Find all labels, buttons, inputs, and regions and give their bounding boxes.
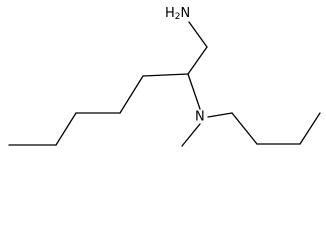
bond-n-methyl	[181, 123, 201, 147]
amine-subscript-text: 2	[175, 12, 181, 22]
tertiary-nitrogen-label: N	[195, 110, 205, 125]
amine-h-text: H	[165, 6, 175, 21]
bond-butyl-c3-c4	[299, 112, 321, 145]
bond-ch-n	[187, 73, 201, 110]
bond-ch2-nh2	[188, 21, 208, 48]
amine-n-text: N	[181, 6, 191, 21]
amine-group-label: H2N	[165, 6, 190, 22]
bond-hexyl-c1-c2	[119, 75, 144, 114]
bond-n-butyl-c1	[207, 112, 233, 118]
molecule-diagram: H2N N	[8, 6, 321, 147]
atom-label-layer: H2N N	[165, 6, 205, 125]
bond-layer	[8, 21, 321, 147]
bond-hexyl-c3-c4	[55, 112, 77, 146]
bond-ch-hexyl-c1	[142, 73, 189, 77]
bond-ch-ch2	[187, 46, 208, 75]
bond-butyl-c1-c2	[231, 112, 258, 145]
